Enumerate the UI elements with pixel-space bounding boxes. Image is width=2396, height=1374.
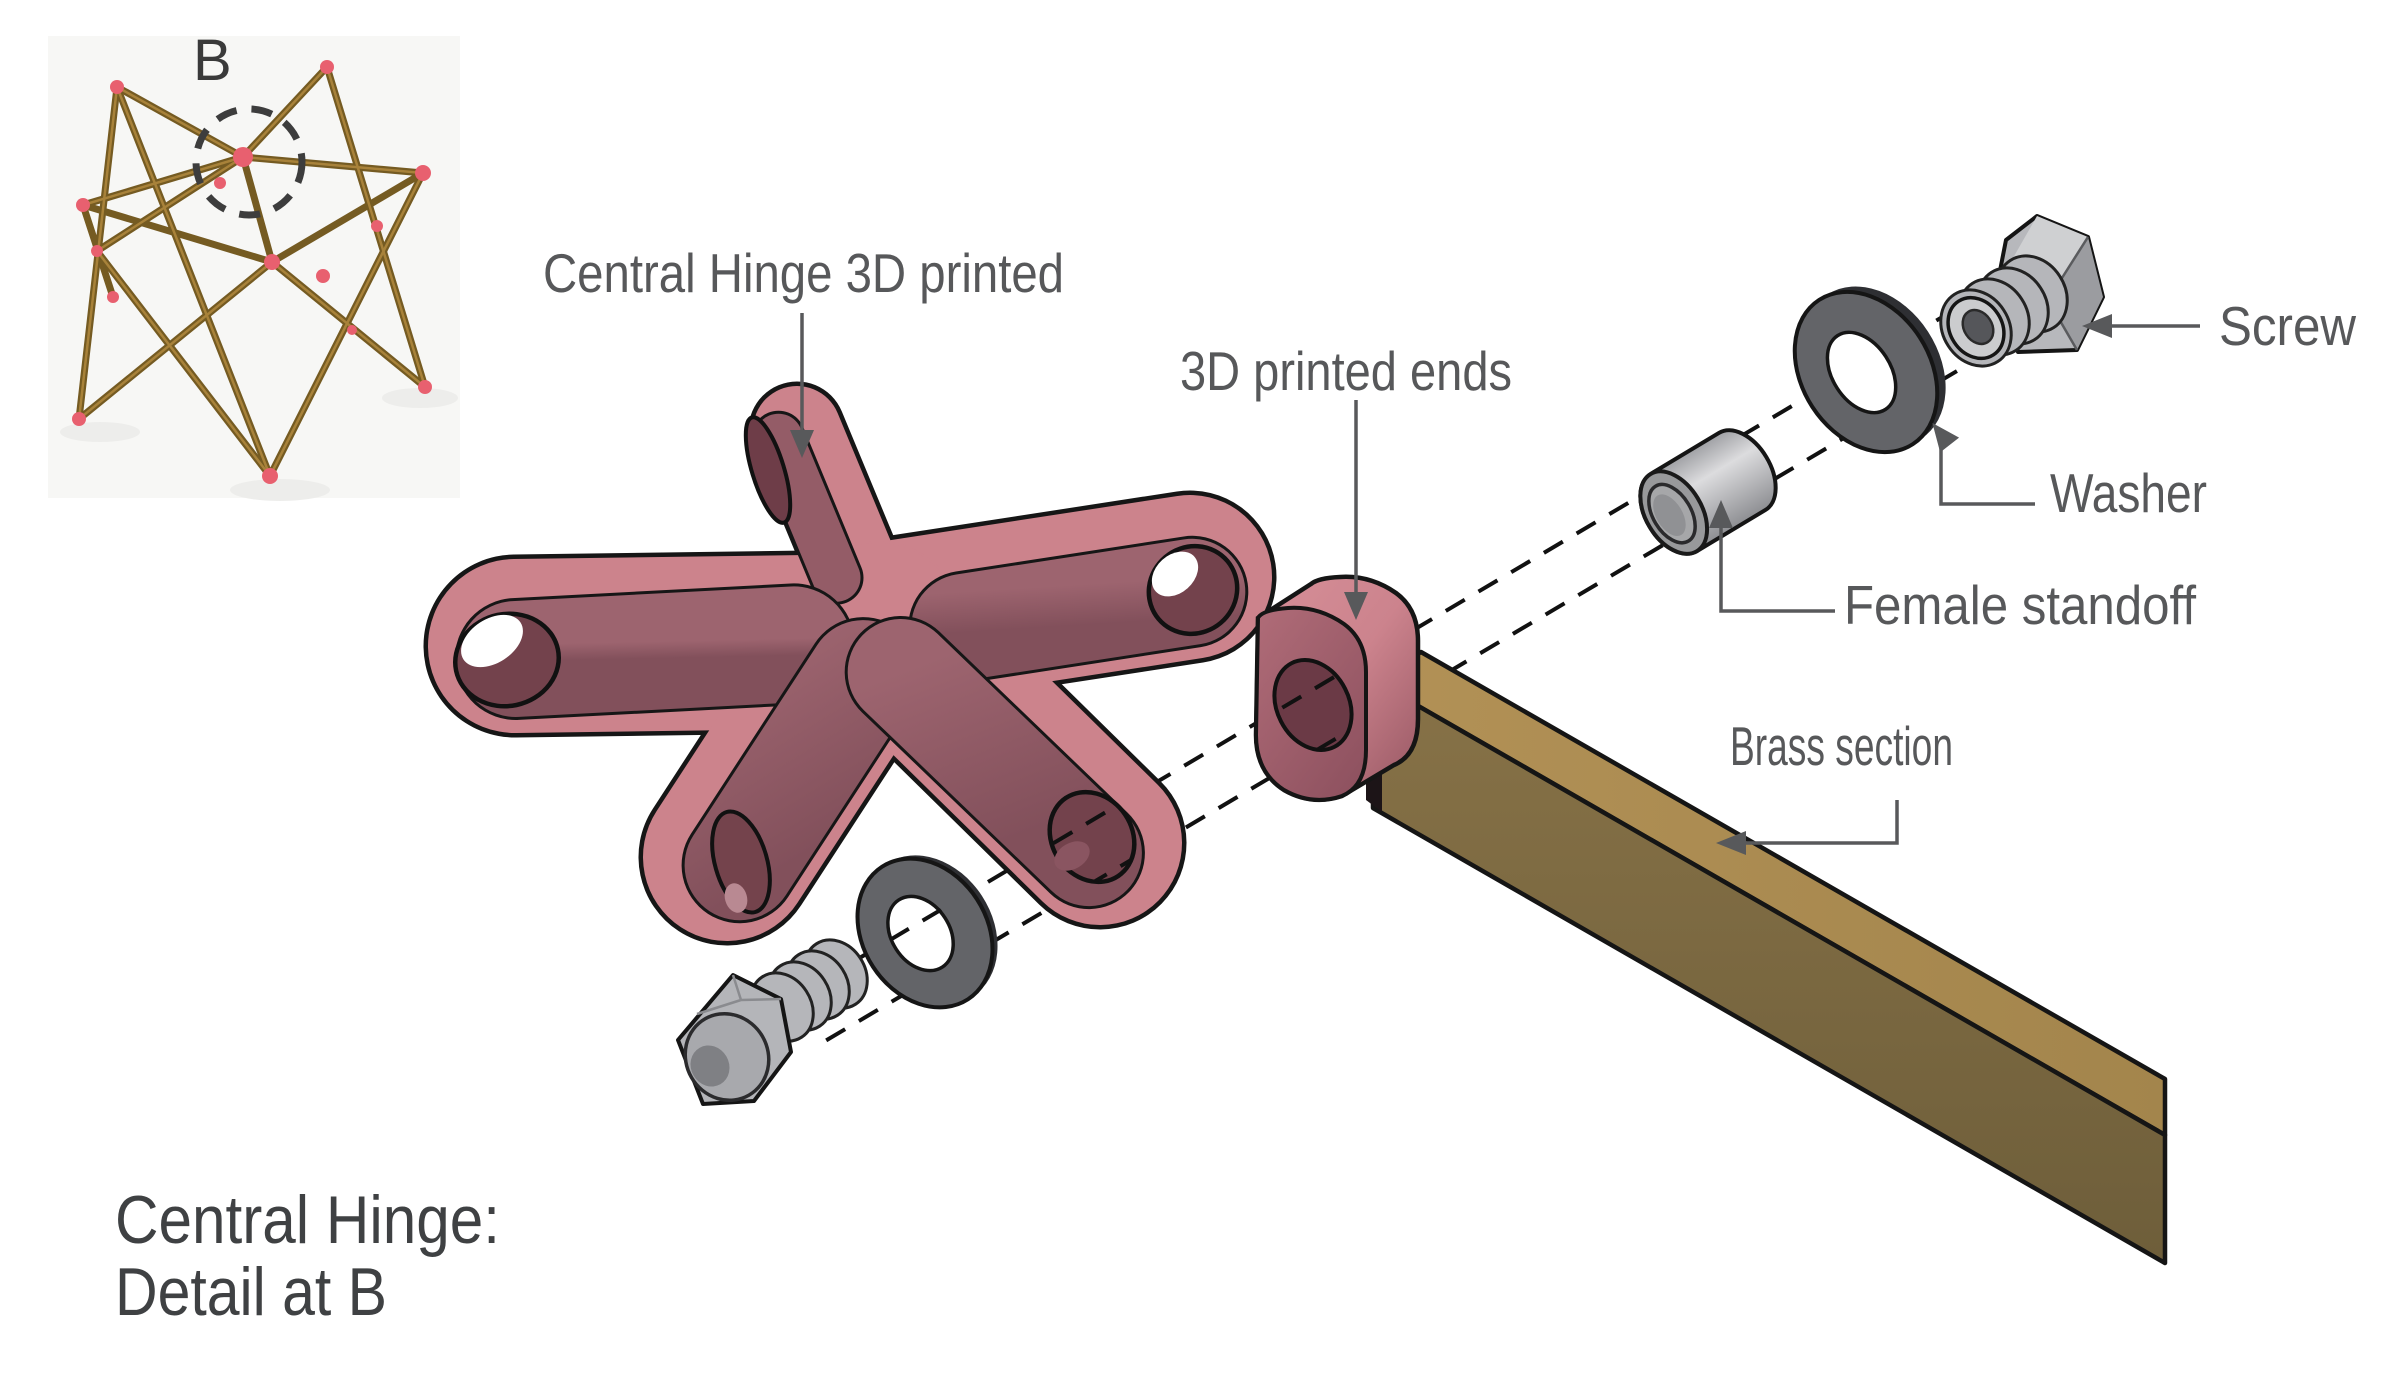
svg-text:3D printed ends: 3D printed ends xyxy=(1180,340,1512,402)
svg-text:Brass section: Brass section xyxy=(1730,715,1953,777)
svg-text:Female standoff: Female standoff xyxy=(1844,574,2197,636)
svg-text:Central Hinge 3D printed: Central Hinge 3D printed xyxy=(543,242,1064,304)
svg-text:Detail at B: Detail at B xyxy=(115,1254,387,1330)
svg-text:Washer: Washer xyxy=(2050,462,2207,524)
svg-text:Screw: Screw xyxy=(2219,295,2356,357)
svg-text:B: B xyxy=(193,28,232,93)
svg-text:Central Hinge:: Central Hinge: xyxy=(115,1182,500,1258)
